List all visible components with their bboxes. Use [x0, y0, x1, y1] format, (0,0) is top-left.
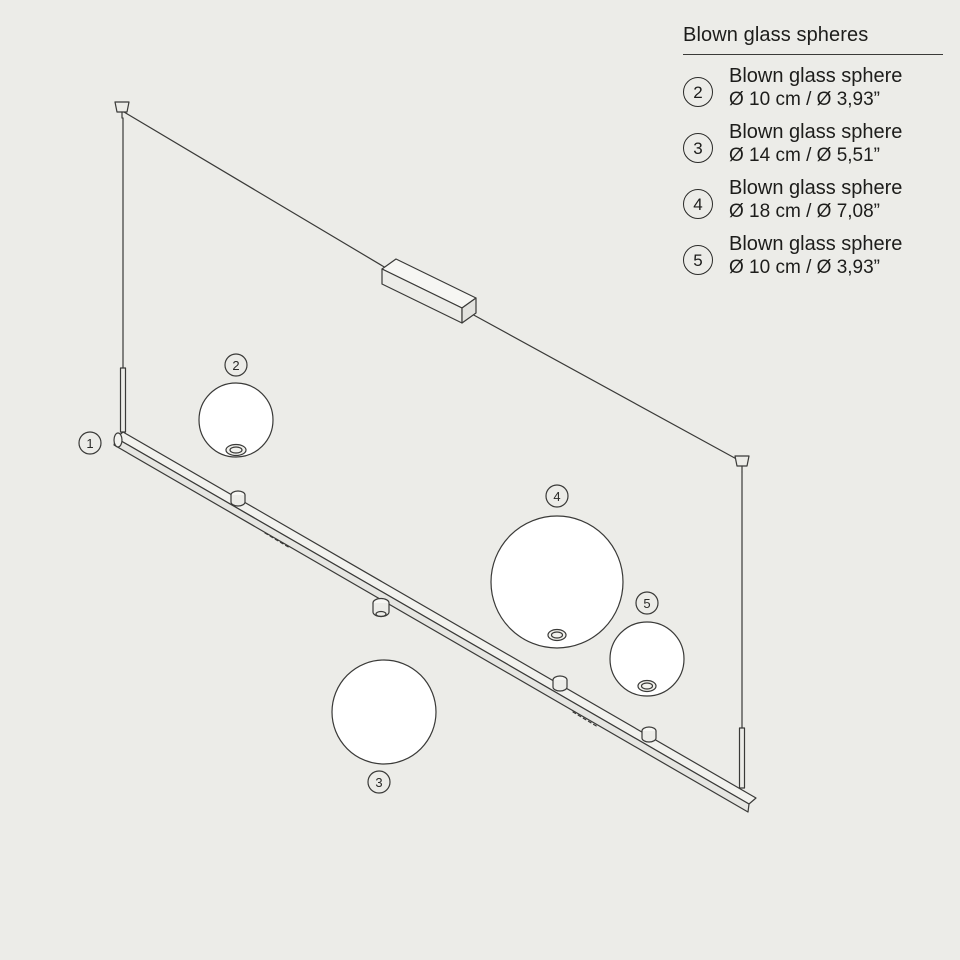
callout-number-5: 5 [643, 596, 650, 611]
legend-item-name: Blown glass sphere [729, 121, 903, 143]
callout-badge-5 [635, 591, 659, 615]
legend-item-name: Blown glass sphere [729, 65, 903, 87]
legend-item: 5 Blown glass sphere Ø 10 cm / Ø 3,93” [683, 232, 943, 288]
spheres-legend: Blown glass spheres 2 Blown glass sphere… [683, 22, 943, 288]
legend-item-size: Ø 10 cm / Ø 3,93” [729, 89, 880, 110]
legend-item: 3 Blown glass sphere Ø 14 cm / Ø 5,51” [683, 120, 943, 176]
glass-sphere-5 [609, 621, 685, 697]
glass-sphere-2 [198, 382, 274, 458]
ceiling-anchor-left [114, 101, 130, 119]
canopy-driver-box [381, 258, 477, 324]
callout-badge-3 [367, 770, 391, 794]
legend-item-name: Blown glass sphere [729, 233, 903, 255]
callout-number-3: 3 [375, 775, 382, 790]
callout-badge-2 [224, 353, 248, 377]
rail-socket [230, 490, 246, 507]
callout-badge-4 [545, 484, 569, 508]
legend-item-size: Ø 14 cm / Ø 5,51” [729, 145, 880, 166]
wire-sleeve-left [119, 367, 127, 433]
wire-sleeve-right [738, 727, 746, 789]
legend-title: Blown glass spheres [683, 22, 943, 55]
legend-number-badge: 3 [683, 133, 713, 163]
rail-socket [552, 675, 568, 692]
legend-item-size: Ø 10 cm / Ø 3,93” [729, 257, 880, 278]
callout-number-2: 2 [232, 358, 239, 373]
linear-rail [113, 431, 757, 813]
ceiling-anchor-right [734, 455, 750, 473]
callout-badge-1 [78, 431, 102, 455]
legend-list: 2 Blown glass sphere Ø 10 cm / Ø 3,93” 3… [683, 64, 943, 288]
legend-item: 4 Blown glass sphere Ø 18 cm / Ø 7,08” [683, 176, 943, 232]
suspension-cable-top [123, 111, 387, 269]
glass-sphere-4 [490, 515, 624, 649]
legend-item: 2 Blown glass sphere Ø 10 cm / Ø 3,93” [683, 64, 943, 120]
legend-item-size: Ø 18 cm / Ø 7,08” [729, 201, 880, 222]
glass-sphere-3 [331, 659, 437, 765]
suspension-cable-top-right [469, 312, 743, 463]
callout-number-1: 1 [86, 436, 93, 451]
legend-number-badge: 5 [683, 245, 713, 275]
callout-number-4: 4 [553, 489, 560, 504]
legend-item-name: Blown glass sphere [729, 177, 903, 199]
rail-socket [372, 597, 390, 618]
legend-number-badge: 4 [683, 189, 713, 219]
rail-socket [641, 726, 657, 743]
legend-number-badge: 2 [683, 77, 713, 107]
